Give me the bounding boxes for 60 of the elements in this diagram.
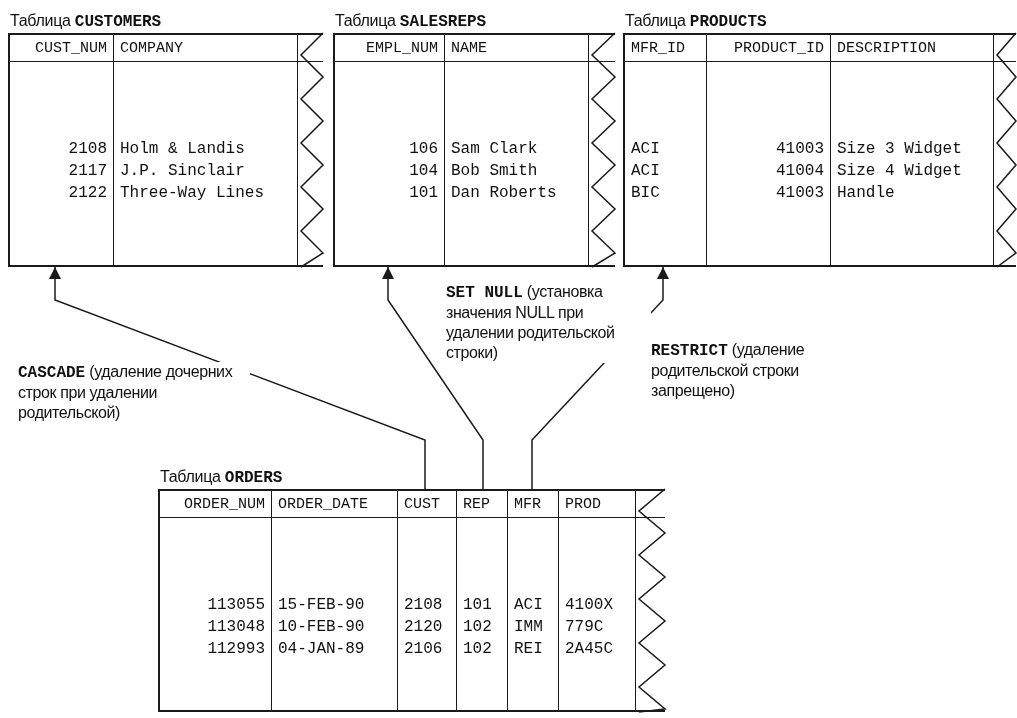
column-header: NAME (445, 35, 588, 62)
table-cell-text: 2108 (404, 595, 443, 616)
table-cell-text: BIC (631, 183, 660, 204)
table-cell-text: ACI (631, 139, 660, 160)
column-header: ORDER_DATE (272, 491, 397, 518)
table-cell-text: 106 (409, 139, 438, 160)
table-cell-text: 2120 (404, 617, 443, 638)
table-cell-text: ACI (514, 595, 543, 616)
table-cell-text: 2108 (68, 139, 107, 160)
column-header: PROD (559, 491, 635, 518)
table-cell-text: Handle (837, 183, 895, 204)
column-header: MFR (508, 491, 558, 518)
table-cell-text: Size 4 Widget (837, 161, 962, 182)
table-cell-text: 101 (463, 595, 492, 616)
table-cell-text: Holm & Landis (120, 139, 245, 160)
table-cell-text: 15-FEB-90 (278, 595, 365, 616)
table-cell-text: J.P. Sinclair (120, 161, 245, 182)
column-header: REP (457, 491, 507, 518)
table-cell-text: 04-JAN-89 (278, 639, 365, 660)
table-cell-text: 41003 (776, 183, 824, 204)
table-cell-text: Dan Roberts (451, 183, 557, 204)
table-cell-text: 104 (409, 161, 438, 182)
column-header: DESCRIPTION (831, 35, 993, 62)
table-cell-text: 113055 (207, 595, 265, 616)
table-cell-text: Size 3 Widget (837, 139, 962, 160)
table-cell-text: 41004 (776, 161, 824, 182)
table-cell-text: 10-FEB-90 (278, 617, 365, 638)
column-header: MFR_ID (625, 35, 706, 62)
table-cell-text: 2122 (68, 183, 107, 204)
table-cell-text: 4100X (565, 595, 613, 616)
table-title: Таблица SALESREPS (335, 12, 487, 31)
table-cell-text: IMM (514, 617, 543, 638)
table-cell-text: 113048 (207, 617, 265, 638)
table-cell-text: Bob Smith (451, 161, 538, 182)
column-header: EMPL_NUM (335, 35, 444, 62)
table-cell-text: 102 (463, 617, 492, 638)
table-title: Таблица PRODUCTS (625, 12, 767, 31)
table-cell-text: 2117 (68, 161, 107, 182)
connector-arrow (382, 266, 484, 490)
edge-label: CASCADE (удаление дочерних строк при удалении родительской) (18, 362, 250, 423)
table-cell-text: 102 (463, 639, 492, 660)
column-header: PRODUCT_ID (707, 35, 830, 62)
table-cell-text: REI (514, 639, 543, 660)
table-cell-text: 2106 (404, 639, 443, 660)
column-header: COMPANY (114, 35, 297, 62)
connector-arrow (49, 266, 426, 490)
table-cell-text: 41003 (776, 139, 824, 160)
table-cell-text: Three-Way Lines (120, 183, 265, 204)
table-cell-text: 779C (565, 617, 604, 638)
table-cell-text: ACI (631, 161, 660, 182)
column-header: ORDER_NUM (160, 491, 271, 518)
table-title: Таблица CUSTOMERS (10, 12, 162, 31)
table-cell-text: 112993 (207, 639, 265, 660)
table-cell-text: Sam Clark (451, 139, 538, 160)
table-cell-text: 101 (409, 183, 438, 204)
edge-label: SET NULL (установка значения NULL при удалении родительской строки) (446, 282, 651, 363)
table-title: Таблица ORDERS (160, 468, 283, 487)
table-cell-text: 2A45C (565, 639, 613, 660)
column-header: CUST_NUM (10, 35, 113, 62)
column-header: CUST (398, 491, 456, 518)
